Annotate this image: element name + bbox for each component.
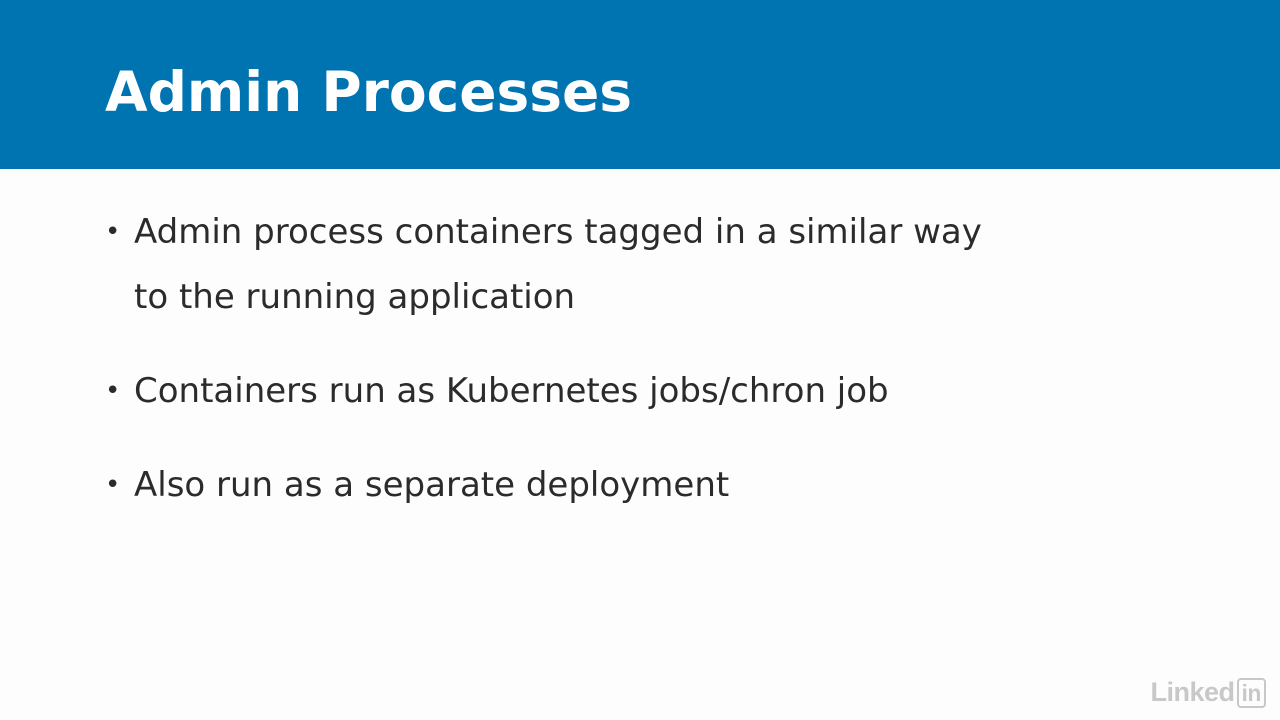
bullet-text-line: Admin process containers tagged in a sim… bbox=[134, 212, 982, 252]
header-banner: Admin Processes bbox=[0, 0, 1280, 169]
bullet-text-line: to the running application bbox=[134, 277, 576, 317]
bullet-icon: • bbox=[105, 217, 121, 247]
bullet-list: • Admin process containers tagged in a s… bbox=[103, 200, 1103, 547]
linkedin-logo-text: Linked bbox=[1150, 677, 1236, 707]
bullet-item: • Admin process containers tagged in a s… bbox=[103, 200, 1103, 330]
slide-title: Admin Processes bbox=[105, 60, 633, 124]
bullet-text-line: Containers run as Kubernetes jobs/chron … bbox=[134, 371, 889, 411]
bullet-icon: • bbox=[105, 376, 121, 406]
bullet-item: • Containers run as Kubernetes jobs/chro… bbox=[103, 359, 1103, 424]
bullet-item: • Also run as a separate deployment bbox=[103, 453, 1103, 518]
bullet-text-line: Also run as a separate deployment bbox=[134, 465, 730, 505]
linkedin-logo: Linked in bbox=[1151, 677, 1266, 708]
linkedin-in-badge: in bbox=[1236, 677, 1266, 708]
bullet-icon: • bbox=[105, 470, 121, 500]
